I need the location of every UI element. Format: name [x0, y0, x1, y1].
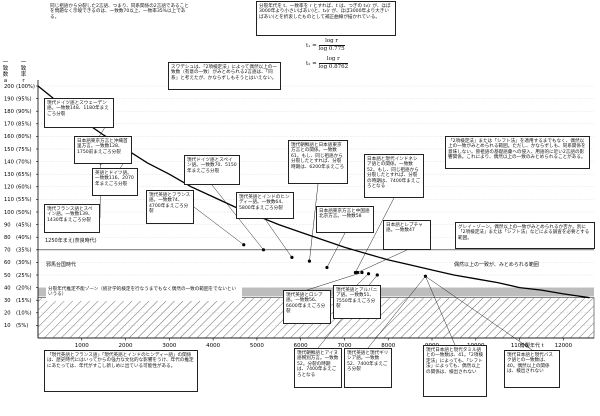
y-tick-pct-label: (90%) — [16, 109, 32, 115]
y-axis-label-left: 一致数 a — [2, 60, 9, 84]
zone-label: 分裂年代推定不能ゾーン（統計学的検定を行なうまでもなく偶然の一致の範囲をでないと… — [46, 285, 242, 301]
y-tick-label: 10 — [4, 323, 11, 329]
y-tick-pct-label: (15%) — [16, 298, 32, 304]
marker-nara: 1250年まえ(奈良時代) — [45, 238, 97, 244]
x-tick-label: 12000 — [555, 343, 573, 349]
note-swadesh: スワデシュは、「2項検定法」によって偶然以上の一致数（有意の一致）がみとめられる… — [168, 62, 281, 90]
ann-en-al: 現代英語とアルバニア語。一致数51、7550年まえごろ分裂 — [333, 285, 381, 319]
leader-line — [326, 232, 346, 268]
ann-en-fr: 現代英語とフランス語。一致数74、4700年まえごろ分裂 — [146, 190, 194, 224]
chance-band-label: 偶然以上の一致が、みとめられる範囲 — [454, 262, 539, 268]
ann-fr-es: 現代フランス語とスペイン語。一致数139、1430年まえごろ分裂 — [44, 204, 100, 233]
y-tick-pct-label: (80%) — [16, 134, 32, 140]
leader-line — [425, 276, 456, 346]
y-tick-pct-label: (75%) — [16, 147, 32, 153]
y-tick-pct-label: (30%) — [16, 260, 32, 266]
ann-ja-zh: 日本語東京方言と中国語北京方言。一致数58 — [316, 206, 374, 233]
y-tick-pct-label: (45%) — [16, 222, 32, 228]
leader-line — [355, 197, 395, 273]
ann-de-es: 現代ドイツ語とスペイン語。一致数70、5150年まえごろ分裂 — [184, 155, 240, 185]
note-formula-intro: 分裂年代を t、一致率を r とすれば、t は、つぎの t₁(r が、ほぼ300… — [256, 1, 396, 36]
y-tick-label: 90 — [4, 222, 11, 228]
formula-t1-num: log r — [318, 38, 345, 46]
leader-line — [357, 249, 408, 273]
y-tick-pct-label: (40%) — [16, 235, 32, 241]
y-tick-label: 50 — [4, 273, 11, 279]
y-tick-label: 60 — [4, 260, 11, 266]
y-tick-pct-label: (20%) — [16, 285, 32, 291]
y-tick-label: 30 — [4, 298, 11, 304]
y-tick-pct-label: (65%) — [16, 172, 32, 178]
note-gray-zone: グレイ・ゾーン。偶然以上の一致がみとめられるか否か。別に「2項検定法」または「シ… — [455, 222, 595, 249]
leader-line — [425, 276, 533, 351]
formula-t2-den: log 0.8762 — [318, 64, 349, 70]
y-tick-label: 150 — [4, 147, 14, 153]
ann-en-ru: 現代英語とロシア語。一致数56、6600年まえごろ分裂 — [283, 290, 331, 324]
y-tick-pct-label: (25%) — [16, 273, 32, 279]
y-tick-label: 170 — [4, 122, 14, 128]
y-tick-pct-label: (85%) — [16, 122, 32, 128]
x-tick-label: 11000 — [511, 343, 529, 349]
ann-en-gr: 現代英語と現代ギリシア語。一致数52、7400年まえごろ分裂 — [344, 348, 392, 388]
x-tick-label: 6000 — [294, 343, 308, 349]
ann-de-sv: 現代ドイツ語とスウェーデン語。一致数148、1180年まえごろ分裂 — [44, 98, 114, 128]
y-tick-label: 180 — [4, 109, 14, 115]
x-tick-label: 7000 — [337, 343, 351, 349]
y-tick-label: 40 — [4, 285, 11, 291]
leader-line — [309, 183, 319, 262]
leader-line — [264, 218, 293, 258]
y-tick-pct-label: (10%) — [16, 311, 32, 317]
formula-t1-den: log 0.775 — [318, 46, 345, 52]
ann-ko-ja: 現代朝鮮語と日本語東京方言との関係。一致数61。もし、同じ祖語から分裂したとすれ… — [288, 140, 348, 184]
y-tick-label: 80 — [4, 235, 11, 241]
y-tick-label: 190 — [4, 96, 14, 102]
x-tick-label: 3000 — [162, 343, 176, 349]
formula-t2-num: log r — [318, 56, 349, 64]
x-tick-label: 8000 — [381, 343, 395, 349]
leader-line — [367, 276, 426, 349]
ann-ja-okinawa: 日本語東京方言と沖縄首里方言。一致数128、1750前まえごろ分裂 — [74, 136, 132, 164]
ann-ja-ainu: 日本語とレプチャ語。一致数47 — [383, 220, 431, 250]
y-tick-pct-label: (55%) — [16, 197, 32, 203]
ann-ko-ga: 現代朝鮮語とアイヌ語幌別方言。一致数52。分裂の時期は、7400年まえごろとなる — [294, 348, 342, 388]
y-tick-pct-label: (60%) — [16, 185, 32, 191]
y-tick-label: 120 — [4, 185, 14, 191]
y-tick-label: 130 — [4, 172, 14, 178]
y-tick-label: 70 — [4, 248, 11, 254]
ann-ja-ba: 現代日本語と現代バスク語との一致数は、40。偶然以上の関係は、検出されない — [504, 350, 560, 388]
x-axis-label: 分裂年代 t — [520, 343, 544, 349]
y-axis-label-right: 一致率 r — [20, 60, 27, 84]
y-tick-label: 160 — [4, 134, 14, 140]
y-tick-pct-label: (50%) — [16, 210, 32, 216]
ann-en-de: 英語とドイツ語。一致数116、2070年まえごろ分裂 — [92, 168, 138, 196]
y-tick-label: 200 — [4, 84, 14, 90]
note-top-left: 同じ祖語から分裂した2言語、つまり、同系関係の2言語であることを問題なく示唆でき… — [48, 2, 192, 38]
y-tick-pct-label: (95%) — [16, 96, 32, 102]
y-tick-label: 20 — [4, 311, 11, 317]
x-tick-label: 2000 — [119, 343, 133, 349]
leader-line — [306, 272, 363, 291]
y-tick-pct-label: (70%) — [16, 159, 32, 165]
x-tick-label: 1000 — [75, 343, 89, 349]
ann-en-hi: 現代英語とインドのヒンディー語。一致数64、5800年まえごろ分裂 — [236, 192, 294, 219]
axis-layer: 10 (5%) 20 (10%) 30 (15%) 40 (20%) 50 (25%) 60 (30%… — [4, 80, 594, 349]
ann-ja-sh: 現代日本語と現代タミル語との一致数は、41。「2項検定法」によっても、「シフト法… — [423, 345, 487, 397]
y-tick-label: 140 — [4, 159, 14, 165]
marker-yamatai: 邪馬台国時代 — [46, 262, 77, 268]
leader-line — [193, 206, 244, 245]
ann-ja-id: 日本語と現代インドネシア語との関係。一致数52。もし、同じ祖語から分裂したとすれ… — [364, 154, 424, 198]
x-tick-label: 4000 — [206, 343, 220, 349]
y-tick-label: 100 — [4, 210, 14, 216]
x-tick-label: 5000 — [250, 343, 264, 349]
y-tick-pct-label: (100%) — [16, 84, 35, 90]
y-tick-label: 110 — [4, 197, 14, 203]
y-tick-pct-label: (35%) — [16, 248, 32, 254]
note-bottom-left: 「現代英語とフランス語」「現代英語とインドのヒンディー語」の関係は、歴史時代には… — [44, 350, 198, 392]
note-right: 「2項検定法」または「シフト法」を適用するまでもなく、偶然以上の一致がみとめられ… — [445, 136, 590, 169]
y-tick-pct-label: (5%) — [16, 323, 28, 329]
leader-line — [356, 273, 369, 286]
